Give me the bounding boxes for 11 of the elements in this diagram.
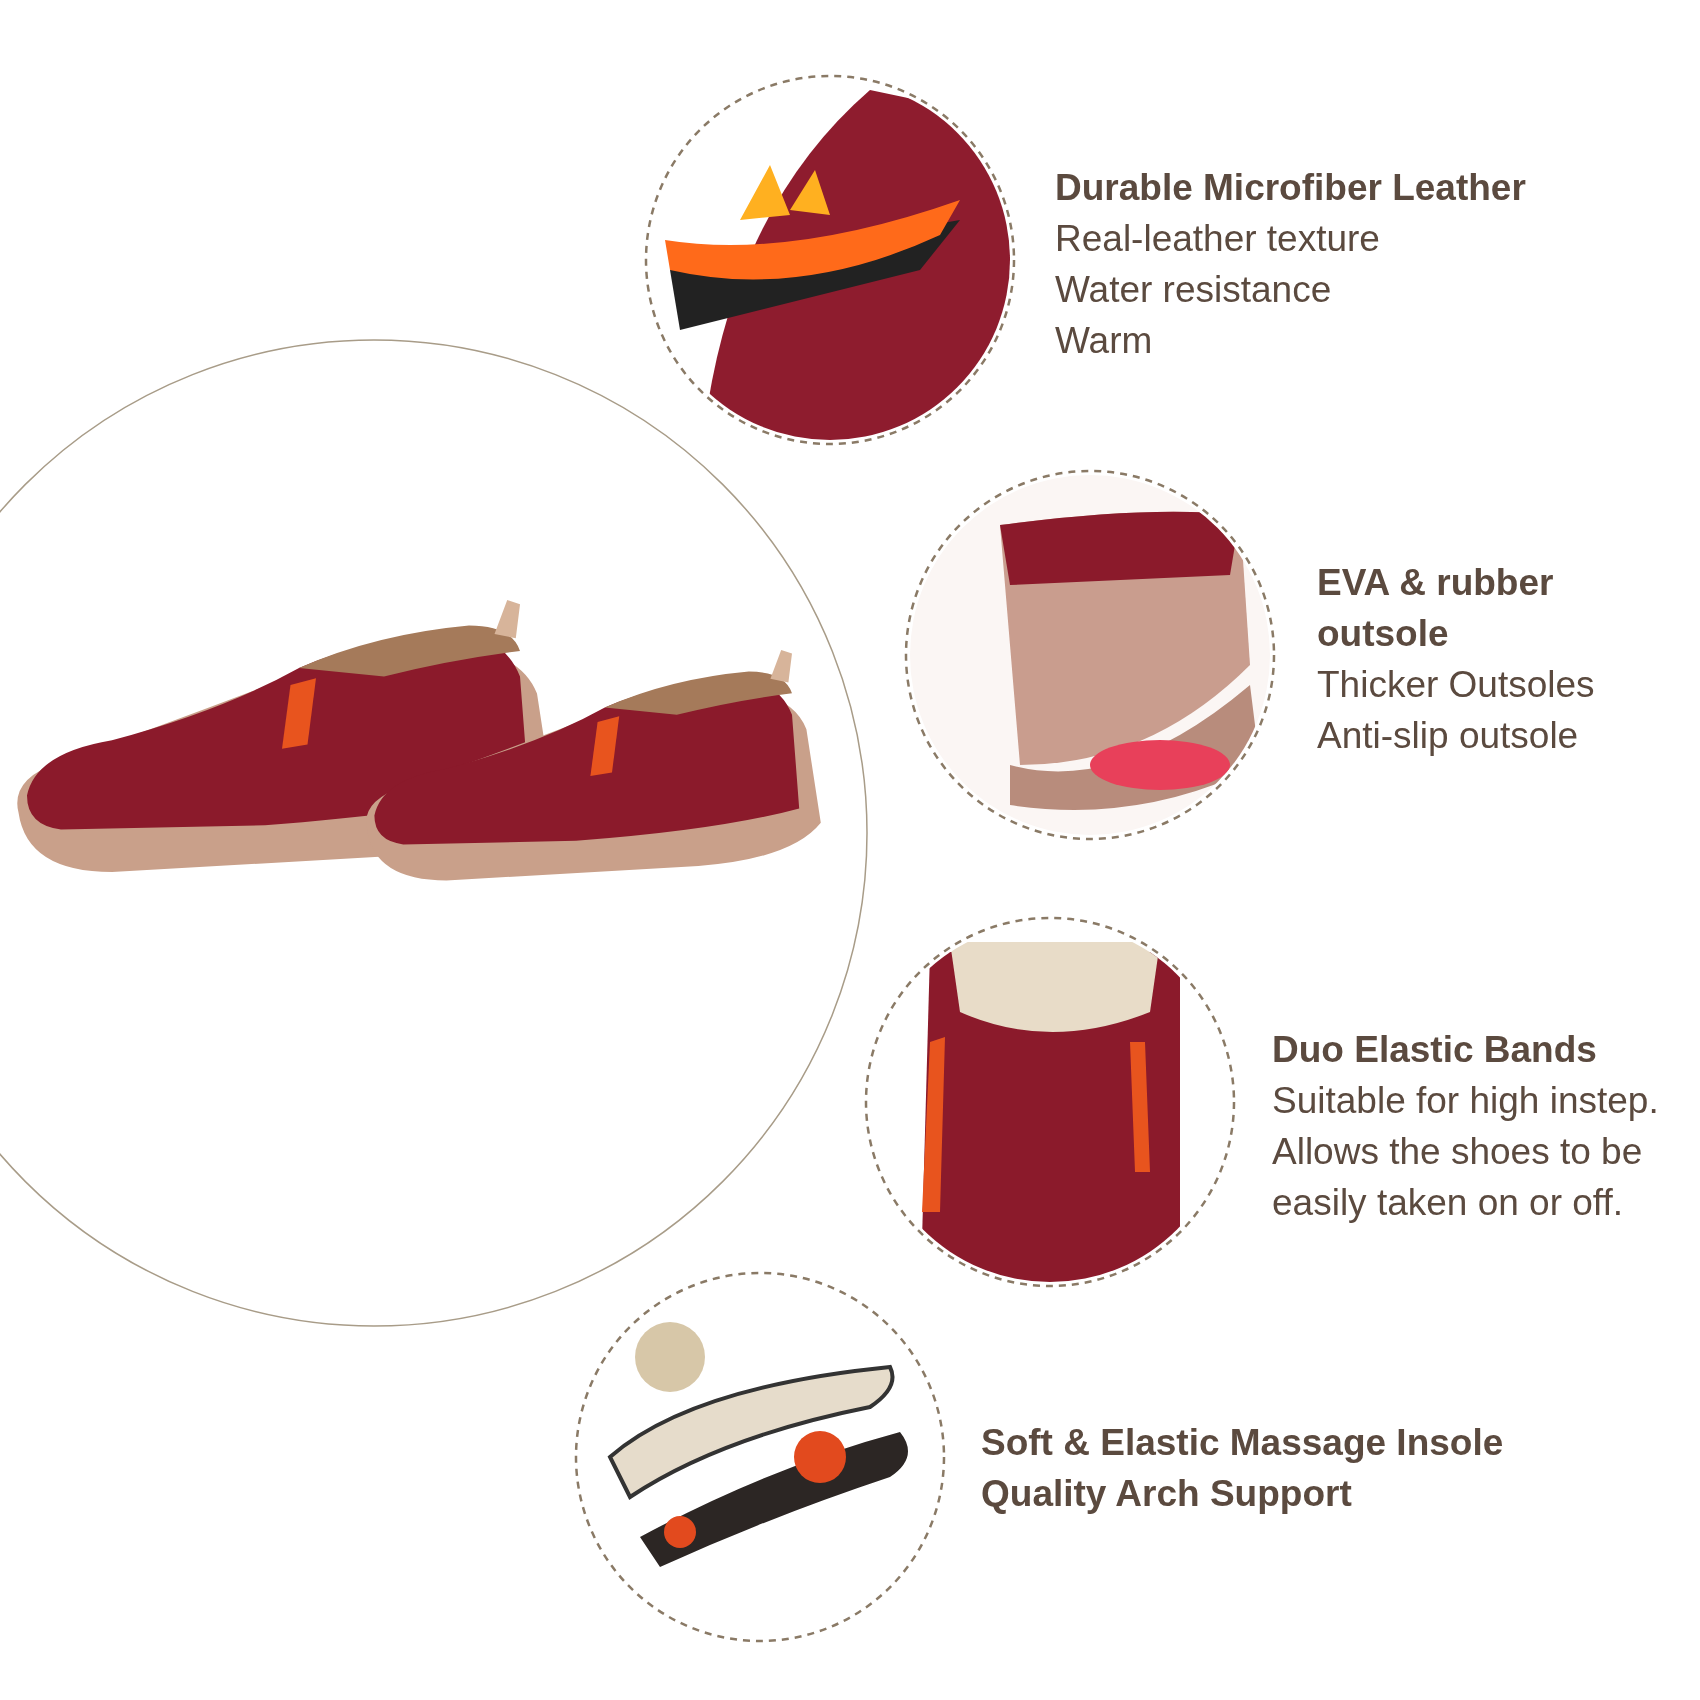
feature-text: Real-leather texture [1055,217,1381,261]
feature-text: Allows the shoes to be easily taken on or off. [1272,1130,1644,1225]
feature-heading: Soft & Elastic Massage Insole Quality Arch Support [981,1421,1505,1516]
feature-text: Anti-slip outsole [1317,714,1580,758]
feature-heading: Durable Microfiber Leather [1055,166,1527,210]
feature-text: Warm [1055,319,1154,363]
feature-text: Thicker Outsoles [1317,663,1596,707]
feature-text: Water resistance [1055,268,1333,312]
feature-text: Suitable for high instep. [1272,1079,1660,1123]
feature-heading: EVA & rubber outsole [1317,561,1555,656]
feature-heading: Duo Elastic Bands [1272,1028,1598,1072]
